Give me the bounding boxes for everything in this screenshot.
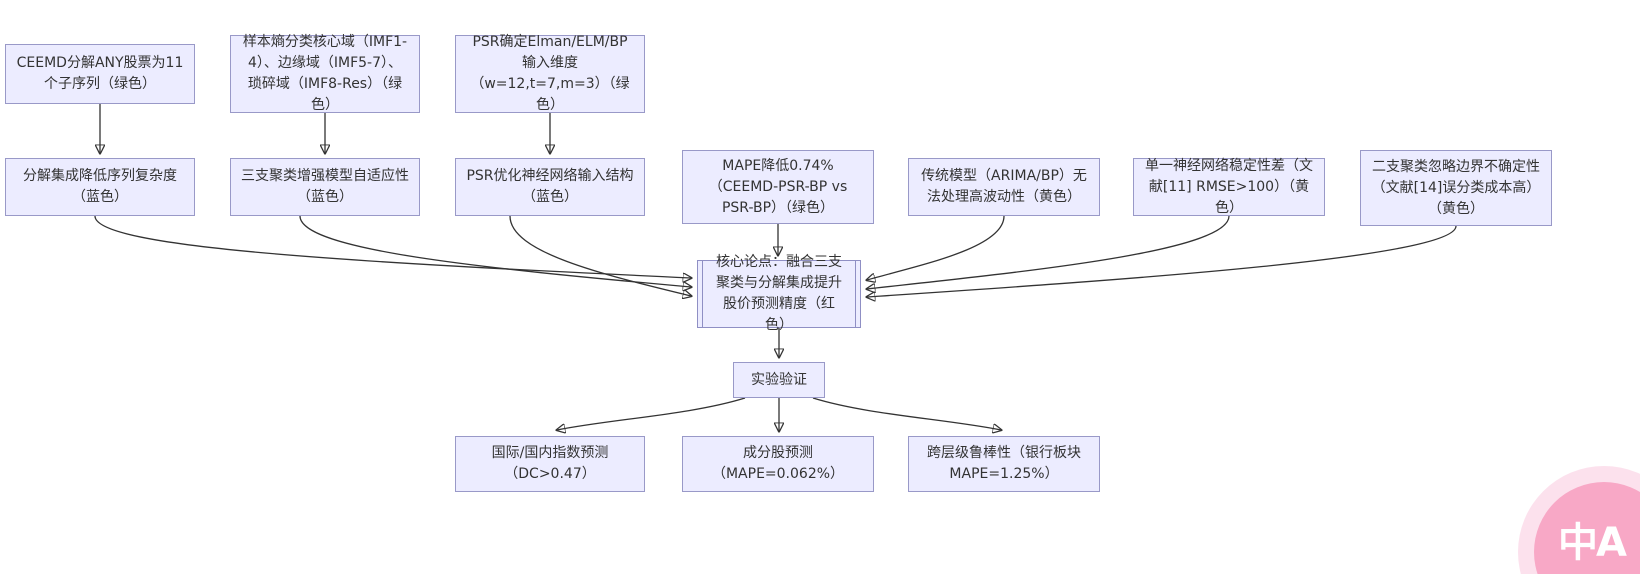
edge-decomp-to-core xyxy=(94,215,691,278)
node-label: 实验验证 xyxy=(751,371,807,388)
node-sample-entropy-classification: 样本熵分类核心域（IMF1-4）、边缘域（IMF5-7）、琐碎域（IMF8-Re… xyxy=(230,34,420,113)
node-ceemd-decomposition: CEEMD分解ANY股票为11个子序列（绿色） xyxy=(5,44,195,104)
node-index-forecast: 国际/国内指数预测（DC>0.47） xyxy=(455,436,645,492)
node-cross-level-robustness: 跨层级鲁棒性（银行板块MAPE=1.25%） xyxy=(908,436,1100,492)
edge-singlenn-to-core xyxy=(867,215,1230,289)
edge-experiment-to-robustness xyxy=(812,397,1001,430)
node-experiment-validation: 实验验证 xyxy=(733,362,825,398)
translate-icon: 中A xyxy=(1558,520,1627,566)
node-two-way-clustering-limits: 二支聚类忽略边界不确定性（文献[14]误分类成本高）（黄色） xyxy=(1360,150,1552,226)
node-label: 样本熵分类核心域（IMF1-4）、边缘域（IMF5-7）、琐碎域（IMF8-Re… xyxy=(242,34,408,113)
node-decomposition-complexity: 分解集成降低序列复杂度（蓝色） xyxy=(5,158,195,216)
subroutine-border-right-icon xyxy=(855,261,856,327)
edge-twoway-to-core xyxy=(867,225,1457,297)
edge-experiment-to-index xyxy=(557,397,746,430)
node-label: 跨层级鲁棒性（银行板块MAPE=1.25%） xyxy=(927,445,1081,482)
node-core-thesis: 核心论点：融合三支聚类与分解集成提升股价预测精度（红色） xyxy=(697,254,861,333)
node-psr-input-structure: PSR优化神经网络输入结构（蓝色） xyxy=(455,158,645,216)
node-single-nn-instability: 单一神经网络稳定性差（文献[11] RMSE>100）（黄色） xyxy=(1133,158,1325,216)
node-label: 核心论点：融合三支聚类与分解集成提升股价预测精度（红色） xyxy=(716,254,842,333)
node-label: 分解集成降低序列复杂度（蓝色） xyxy=(23,168,177,205)
node-label: CEEMD分解ANY股票为11个子序列（绿色） xyxy=(16,55,184,92)
translate-button[interactable]: 中A xyxy=(1534,482,1640,574)
node-label: 成分股预测（MAPE=0.062%） xyxy=(711,445,845,482)
node-label: MAPE降低0.74%（CEEMD-PSR-BP vs PSR-BP）（绿色） xyxy=(708,157,848,216)
node-label: 国际/国内指数预测（DC>0.47） xyxy=(491,445,609,482)
node-label: PSR优化神经网络输入结构（蓝色） xyxy=(466,168,634,205)
node-label: PSR确定Elman/ELM/BP输入维度（w=12,t=7,m=3）（绿色） xyxy=(470,34,630,113)
node-traditional-model-limits: 传统模型（ARIMA/BP）无法处理高波动性（黄色） xyxy=(908,158,1100,216)
node-label: 单一神经网络稳定性差（文献[11] RMSE>100）（黄色） xyxy=(1145,157,1313,216)
subroutine-border-left-icon xyxy=(702,261,703,327)
node-label: 三支聚类增强模型自适应性（蓝色） xyxy=(241,168,409,205)
edge-psrstruct-to-core xyxy=(509,215,691,296)
edge-traditional-to-core xyxy=(867,215,1005,280)
node-psr-input-dimension: PSR确定Elman/ELM/BP输入维度（w=12,t=7,m=3）（绿色） xyxy=(455,34,645,113)
edge-threeway-to-core xyxy=(299,215,691,287)
node-three-way-adaptivity: 三支聚类增强模型自适应性（蓝色） xyxy=(230,158,420,216)
node-label: 二支聚类忽略边界不确定性（文献[14]误分类成本高）（黄色） xyxy=(1371,158,1541,217)
node-mape-improvement: MAPE降低0.74%（CEEMD-PSR-BP vs PSR-BP）（绿色） xyxy=(682,150,874,224)
node-constituent-forecast: 成分股预测（MAPE=0.062%） xyxy=(682,436,874,492)
node-label: 传统模型（ARIMA/BP）无法处理高波动性（黄色） xyxy=(921,168,1087,205)
